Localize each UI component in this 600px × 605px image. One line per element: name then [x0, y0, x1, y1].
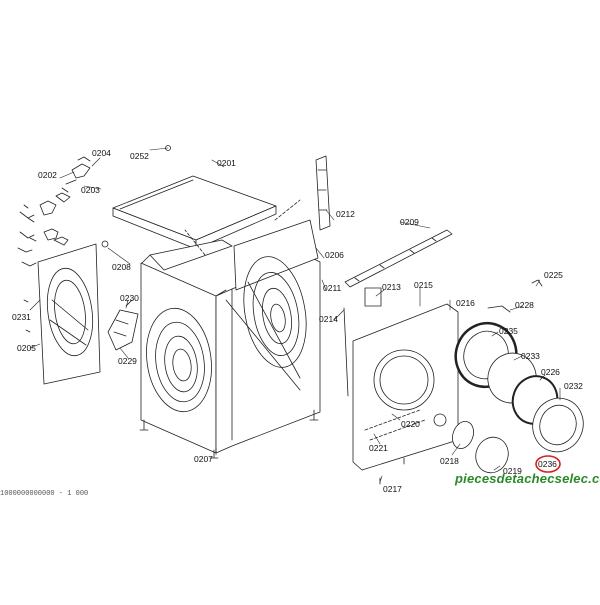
part-label-0235: 0235 [499, 326, 518, 336]
part-label-0232: 0232 [564, 381, 583, 391]
bracket-part [107, 299, 139, 351]
part-label-0231: 0231 [12, 312, 31, 322]
part-label-0221: 0221 [369, 443, 388, 453]
part-label-0229: 0229 [118, 356, 137, 366]
part-label-0208: 0208 [112, 262, 131, 272]
door-part [532, 397, 584, 453]
highlight-circle [535, 455, 561, 473]
top-cover-part [112, 175, 277, 250]
part-label-0226: 0226 [541, 367, 560, 377]
part-label-0205: 0205 [17, 343, 36, 353]
part-label-0207: 0207 [194, 454, 213, 464]
part-label-0215: 0215 [414, 280, 433, 290]
part-label-0252: 0252 [130, 151, 149, 161]
part-label-0206: 0206 [325, 250, 344, 260]
part-label-0230: 0230 [120, 293, 139, 303]
cabinet-frame [139, 199, 321, 459]
part-label-0217: 0217 [383, 484, 402, 494]
back-panel-part [37, 243, 101, 385]
part-label-0233: 0233 [521, 351, 540, 361]
small-bottom-parts [379, 279, 543, 485]
part-label-0218: 0218 [440, 456, 459, 466]
part-label-0236: 0236 [538, 459, 557, 469]
side-rail-part [315, 155, 331, 231]
watermark: piecesdetachecselec.com [455, 471, 600, 486]
part-label-0201: 0201 [217, 158, 236, 168]
part-label-0203: 0203 [81, 185, 100, 195]
part-label-0209: 0209 [400, 217, 419, 227]
part-label-0228: 0228 [515, 300, 534, 310]
part-label-0219: 0219 [503, 466, 522, 476]
top-strip-part [344, 229, 453, 288]
part-label-0216: 0216 [456, 298, 475, 308]
part-label-0211: 0211 [323, 283, 342, 293]
part-label-0220: 0220 [401, 419, 420, 429]
part-label-0225: 0225 [544, 270, 563, 280]
part-label-0214: 0214 [319, 314, 338, 324]
part-label-0202: 0202 [38, 170, 57, 180]
part-label-0212: 0212 [336, 209, 355, 219]
lock-bracket-part [364, 287, 382, 307]
footer-code: 1000000000000 - 1 000 [0, 490, 89, 498]
clip-part [487, 305, 511, 313]
part-label-0213: 0213 [382, 282, 401, 292]
rod-part [343, 307, 349, 397]
part-label-0204: 0204 [92, 148, 111, 158]
leader-lines [29, 147, 561, 483]
screws-and-clips [17, 145, 171, 333]
